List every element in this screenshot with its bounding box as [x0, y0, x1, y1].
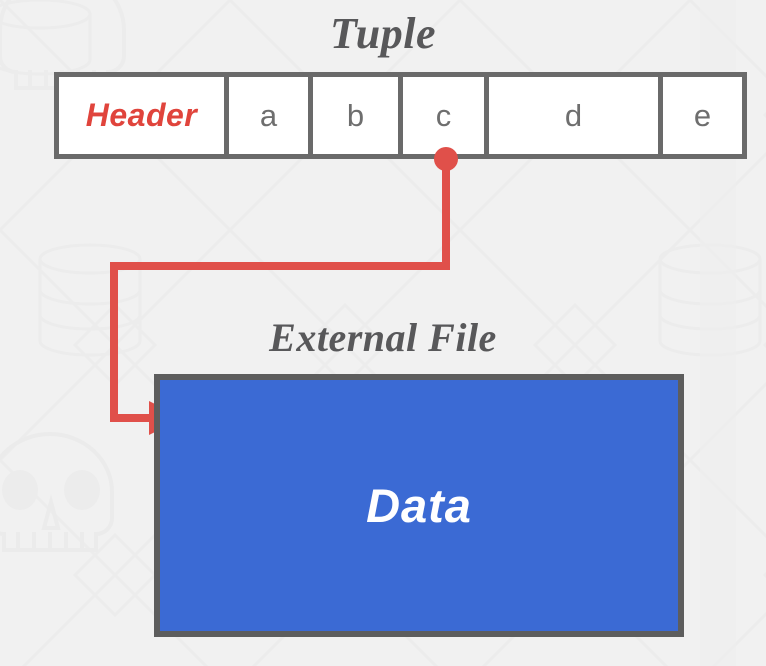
tuple-cell-b[interactable]: b — [313, 77, 403, 154]
tuple-cell-a[interactable]: a — [229, 77, 313, 154]
tuple-table: Header a b c d e — [54, 72, 747, 159]
data-label: Data — [366, 479, 472, 532]
tuple-cell-c[interactable]: c — [403, 77, 489, 154]
tuple-cell-e[interactable]: e — [663, 77, 742, 154]
tuple-cell-header[interactable]: Header — [59, 77, 229, 154]
external-file-title: External File — [269, 315, 497, 360]
tuple-cell-d[interactable]: d — [489, 77, 663, 154]
tuple-title: Tuple — [330, 9, 436, 58]
external-file-box[interactable]: Data — [154, 374, 684, 637]
